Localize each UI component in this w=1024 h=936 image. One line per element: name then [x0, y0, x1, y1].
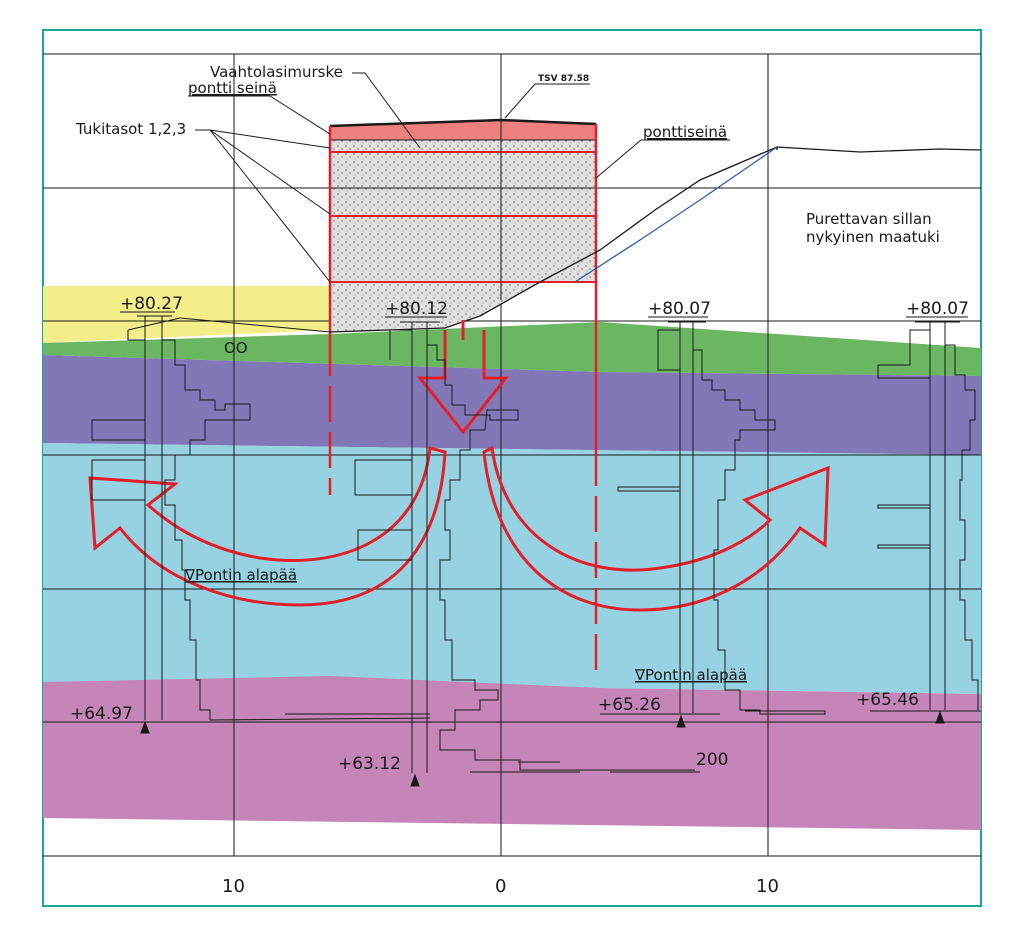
existing-ground [329, 146, 982, 333]
flow-arrows [88, 445, 830, 612]
oo-label: OO [224, 339, 248, 357]
pink-layer [43, 676, 981, 830]
level-top-2: +80.12 [385, 299, 448, 319]
pile-toe-label-left: ∇Pontin alapää [184, 566, 297, 584]
old-abutment-label-1: Purettavan sillan [806, 210, 932, 228]
annotations: Vaahtolasimurske pontti seinä Tukitasot … [70, 63, 969, 774]
level-bottom-3: +65.26 [598, 695, 661, 715]
level-bottom-1: +64.97 [70, 704, 133, 724]
right-curved-arrow [482, 445, 830, 612]
green-layer [43, 322, 981, 376]
sheet-pile-walls [328, 124, 598, 680]
blue-layer [43, 443, 981, 694]
soil-layers [43, 286, 981, 830]
left-curved-arrow [88, 446, 447, 607]
yellow-fill-layer [43, 286, 330, 343]
old-abutment-label-2: nykyinen maatuki [806, 228, 940, 246]
value-200: 200 [696, 750, 728, 770]
level-top-1: +80.27 [120, 294, 183, 314]
level-top-4: +80.07 [906, 299, 969, 319]
support-levels-label: Tukitasot 1,2,3 [75, 120, 186, 138]
sounding-profiles [91, 315, 981, 787]
pile-toe-label-right: ∇Pontin alapää [634, 666, 747, 684]
x-axis: 10 0 10 [222, 876, 779, 897]
level-bottom-2: +63.12 [338, 754, 401, 774]
sheet-pile-label-right: ponttiseinä [643, 123, 727, 141]
sheet-pile-label-left: pontti seinä [188, 79, 277, 97]
foam-glass-label: Vaahtolasimurske [210, 63, 343, 81]
x-tick-center: 0 [495, 876, 506, 897]
level-top-3: +80.07 [648, 299, 711, 319]
leader-lines [188, 72, 730, 283]
x-tick-left: 10 [222, 876, 245, 897]
x-tick-right: 10 [756, 876, 779, 897]
level-bottom-4: +65.46 [856, 690, 919, 710]
tsv-label: TSV 87.58 [538, 74, 589, 84]
